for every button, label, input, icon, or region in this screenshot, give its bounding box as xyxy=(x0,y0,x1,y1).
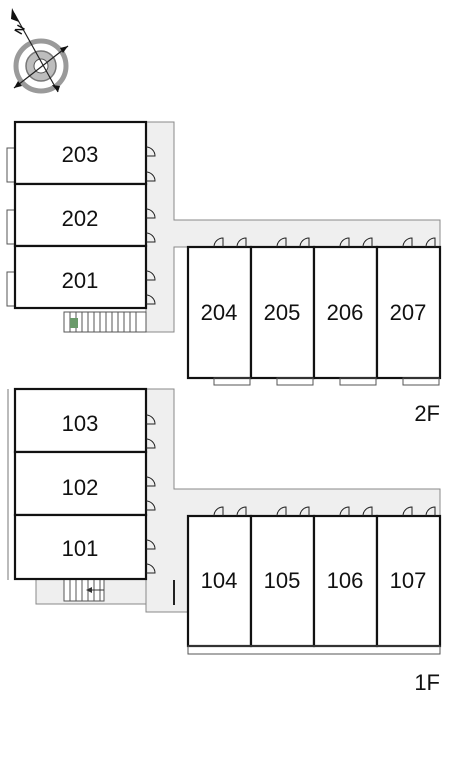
unit-label: 101 xyxy=(62,536,99,561)
unit-205: 205 xyxy=(249,245,316,380)
unit-label: 103 xyxy=(62,411,99,436)
unit-label: 201 xyxy=(62,268,99,293)
unit-label: 202 xyxy=(62,206,99,231)
unit-label: 107 xyxy=(390,568,427,593)
unit-204: 204 xyxy=(186,245,253,380)
unit-202: 202 xyxy=(13,182,148,248)
floor-label-1f: 1F xyxy=(414,670,440,695)
door-icon xyxy=(145,414,156,574)
unit-label: 104 xyxy=(201,568,238,593)
unit-106: 106 xyxy=(312,514,379,648)
unit-203: 203 xyxy=(13,120,148,186)
unit-label: 206 xyxy=(327,300,364,325)
unit-207: 207 xyxy=(375,245,442,380)
unit-label: 203 xyxy=(62,142,99,167)
stairs-1f xyxy=(63,578,105,602)
unit-201: 201 xyxy=(13,244,148,310)
compass-rose-icon: N xyxy=(11,8,69,94)
door-icon xyxy=(145,146,156,305)
stairs-2f xyxy=(63,311,147,333)
unit-label: 105 xyxy=(264,568,301,593)
unit-label: 204 xyxy=(201,300,238,325)
unit-102: 102 xyxy=(13,450,148,517)
unit-label: 106 xyxy=(327,568,364,593)
floor-label-2f: 2F xyxy=(414,401,440,426)
unit-101: 101 xyxy=(13,513,148,581)
unit-206: 206 xyxy=(312,245,379,380)
unit-label: 207 xyxy=(390,300,427,325)
door-icon xyxy=(213,506,436,517)
door-icon xyxy=(213,237,436,248)
unit-107: 107 xyxy=(375,514,442,648)
unit-105: 105 xyxy=(249,514,316,648)
floor-1f: 103 102 101 104 105 106 xyxy=(7,387,442,695)
unit-104: 104 xyxy=(186,514,253,648)
floor-2f: 203 202 201 204 205 206 xyxy=(6,120,442,426)
unit-label: 102 xyxy=(62,475,99,500)
unit-label: 205 xyxy=(264,300,301,325)
unit-103: 103 xyxy=(13,387,148,454)
